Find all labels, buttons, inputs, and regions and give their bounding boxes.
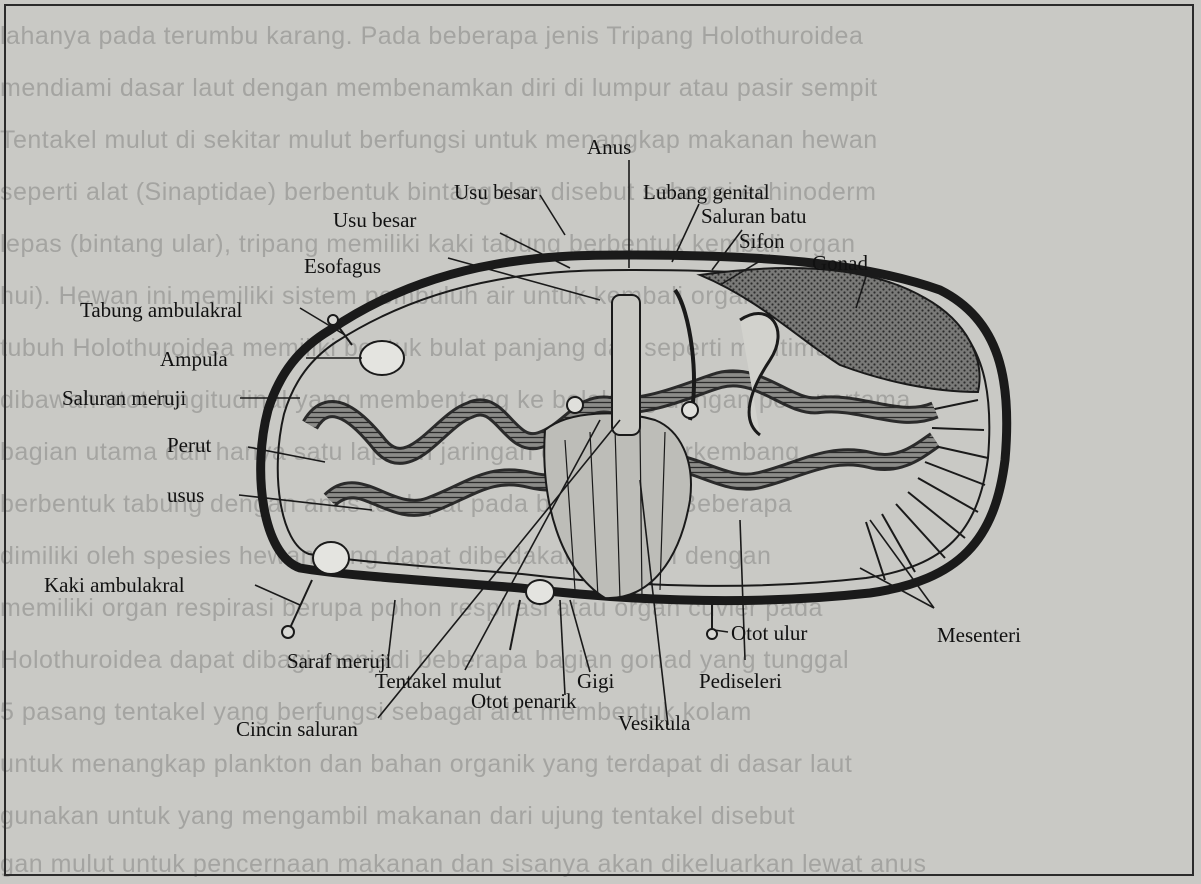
label-kaki-ambulakral: Kaki ambulakral <box>44 573 185 597</box>
label-pediseleri: Pediseleri <box>699 669 782 693</box>
label-gigi: Gigi <box>577 669 614 693</box>
label-saluran-meruji: Saluran meruji <box>62 386 186 410</box>
label-otot-ulur: Otot ulur <box>731 621 807 645</box>
label-usu-besar-left: Usu besar <box>333 208 416 232</box>
label-lubang-genital: Lubang genital <box>643 180 770 204</box>
ampulla-shape <box>360 341 404 375</box>
label-gonad: Gonad <box>812 251 868 275</box>
label-tabung-ambulakral: Tabung ambulakral <box>80 298 242 322</box>
label-perut: Perut <box>167 433 211 457</box>
label-saluran-batu: Saluran batu <box>701 204 807 228</box>
label-vesikula: Vesikula <box>618 711 690 735</box>
label-otot-penarik: Otot penarik <box>471 689 577 713</box>
label-sifon: Sifon <box>739 229 785 253</box>
label-esofagus: Esofagus <box>304 254 381 278</box>
pharynx-complex <box>544 290 778 600</box>
label-usus: usus <box>167 483 204 507</box>
ampulla-shape-lower <box>313 542 349 574</box>
label-mesenteri: Mesenteri <box>937 623 1021 647</box>
label-ampula: Ampula <box>160 347 228 371</box>
label-anus: Anus <box>587 135 631 159</box>
vesicle-shape <box>526 580 554 604</box>
label-usu-besar-top: Usu besar <box>454 180 537 204</box>
label-cincin-saluran: Cincin saluran <box>236 717 358 741</box>
